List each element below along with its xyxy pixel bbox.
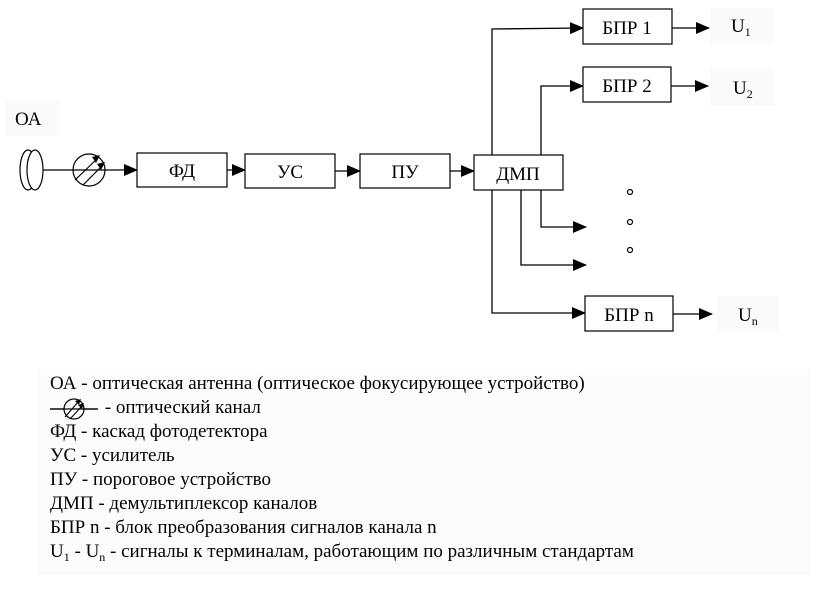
- legend-item-oa: ОА - оптическая антенна (оптическое фоку…: [50, 373, 585, 394]
- block-bpr2: [582, 66, 672, 103]
- optical-channel-icon: [50, 398, 98, 420]
- output-u2: U2: [733, 78, 753, 101]
- connector-dmp-channel-3: [540, 190, 587, 233]
- block-pu: [359, 153, 451, 189]
- block-us-label: УС: [277, 162, 303, 183]
- output-un-bg: [717, 296, 779, 332]
- block-pu-label: ПУ: [391, 162, 419, 183]
- connector-dmp-bpr2: [540, 80, 584, 155]
- connector-dmp-bpr1: [491, 22, 584, 155]
- legend-item-dmp: ДМП - демультиплексор каналов: [50, 493, 318, 514]
- ellipsis-dots: [626, 188, 634, 254]
- output-u1-bg: [710, 8, 775, 44]
- block-bpr1-label: БПР 1: [602, 18, 651, 39]
- legend-item-optical-channel: - оптический канал: [50, 396, 261, 421]
- legend-item-pu: ПУ - пороговое устройство: [50, 469, 271, 490]
- output-u1: U1: [731, 16, 751, 39]
- block-bpr2-label: БПР 2: [602, 76, 651, 97]
- legend-u-start: U: [50, 541, 64, 562]
- legend-item-optical-channel-text: - оптический канал: [100, 397, 261, 418]
- block-dmp: [473, 154, 564, 191]
- antenna-label-bg: [5, 100, 60, 136]
- block-bprn-label: БПР n: [604, 305, 654, 326]
- legend-item-fd: ФД - каскад фотодетектора: [50, 421, 268, 442]
- legend-item-outputs: U1 - Un - сигналы к терминалам, работающ…: [50, 540, 634, 569]
- block-diagram: ОА ФД УС ПУ ДМП БПР: [5, 8, 779, 332]
- legend-dash: -: [69, 541, 86, 562]
- output-u2-bg: [710, 68, 775, 106]
- block-bpr1: [582, 8, 673, 45]
- output-un: Un: [738, 305, 758, 328]
- antenna-icon: [19, 149, 44, 191]
- legend-outputs-text: - сигналы к терминалам, работающим по ра…: [105, 541, 634, 562]
- legend-u-end: U: [85, 541, 100, 562]
- block-dmp-label: ДМП: [496, 164, 540, 185]
- legend-item-bpr: БПР n - блок преобразования сигналов кан…: [50, 517, 437, 538]
- legend-u-start-sub: 1: [63, 550, 70, 564]
- block-bprn: [584, 295, 674, 332]
- legend-u-end-sub: n: [99, 550, 106, 564]
- block-fd-label: ФД: [169, 161, 195, 182]
- connector-dmp-channel-4: [520, 190, 587, 271]
- legend-item-us: УС - усилитель: [50, 445, 175, 466]
- legend: [38, 370, 810, 575]
- optical-channel-icon: [72, 153, 106, 187]
- antenna-label: ОА: [15, 109, 42, 130]
- connector-dmp-bprn: [491, 190, 586, 319]
